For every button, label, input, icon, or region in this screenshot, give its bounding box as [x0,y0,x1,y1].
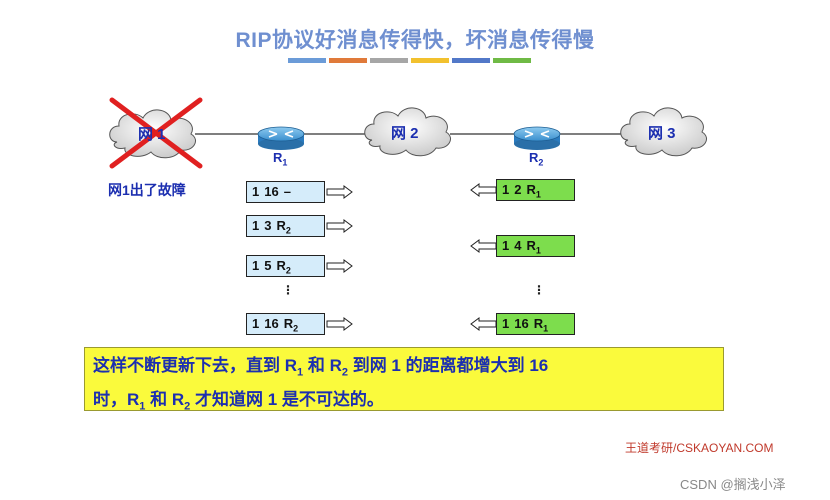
color-bar-4 [411,58,449,63]
router-r1-icon [257,126,305,150]
color-bar-5 [452,58,490,63]
fault-x-icon [109,97,203,169]
arrow-left-icon [470,183,497,197]
color-bar-2 [329,58,367,63]
arrow-left-icon [470,239,497,253]
arrow-right-icon [326,259,353,273]
watermark-text: CSDN @搁浅小泽 [680,477,786,492]
r2-ellipsis: ⋮ [533,283,545,297]
net1-label: 网 1 [138,126,166,143]
arrow-left-icon [470,317,497,331]
arrow-right-icon [326,219,353,233]
color-bar-3 [370,58,408,63]
cloud-net2 [364,107,451,157]
credit-text: 王道考研/CSKAOYAN.COM [625,441,774,455]
router-r2-icon [513,126,561,150]
summary-line-2: 时，R1 和 R2 才知道网 1 是不可达的。 [93,390,384,413]
net2-label: 网 2 [391,125,419,142]
r2-label: R2 [529,150,544,168]
color-bar-6 [493,58,531,63]
slide-title: RIP协议好消息传得快，坏消息传得慢 [235,29,595,52]
arrow-right-icon [326,317,353,331]
r1-ellipsis: ⋮ [282,283,294,297]
net3-label: 网 3 [648,125,676,142]
cloud-net3 [620,107,707,157]
arrow-right-icon [326,185,353,199]
r1-label: R1 [273,150,288,168]
fault-label: 网1出了故障 [108,182,186,198]
summary-box: 这样不断更新下去，直到 R1 和 R2 到网 1 的距离都增大到 16 时，R1… [84,347,724,413]
summary-line-1: 这样不断更新下去，直到 R1 和 R2 到网 1 的距离都增大到 16 [93,356,549,379]
color-bar-1 [288,58,326,63]
